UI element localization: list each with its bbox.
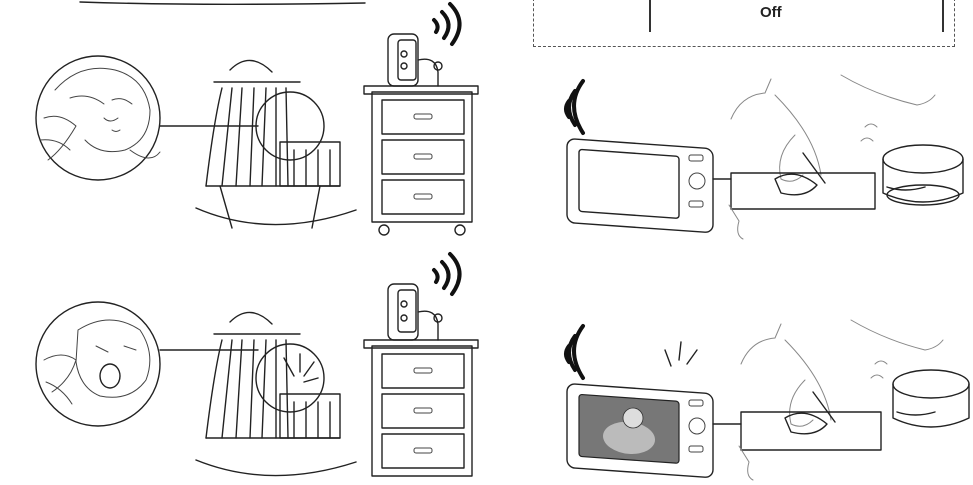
sound-burst-icon (284, 354, 318, 382)
sleeping-baby-crib-scene (0, 0, 480, 245)
wireless-signal-icon (566, 326, 583, 378)
dresser (364, 340, 478, 476)
parent-monitor-screen-active (567, 384, 713, 478)
crib (196, 312, 356, 475)
crying-baby-closeup (36, 302, 160, 426)
monitor-active-kitchen-scene (545, 320, 973, 485)
setting-divider-left (649, 0, 651, 32)
crib-zoom-circle (256, 92, 324, 160)
sound-burst-icon (665, 342, 697, 366)
kitchen-cooking-person (729, 75, 963, 239)
parent-monitor-screen-off (567, 139, 713, 233)
setting-value-off: Off (760, 4, 782, 21)
kitchen-cooking-person (739, 320, 969, 480)
crib (196, 60, 356, 228)
wireless-signal-icon (434, 4, 460, 44)
dresser (364, 86, 478, 235)
monitor-silent-kitchen-scene (545, 75, 973, 245)
setting-box (533, 0, 955, 47)
wireless-signal-icon (434, 254, 460, 294)
wireless-signal-icon (566, 81, 583, 133)
baby-unit-camera (388, 284, 442, 340)
crib-zoom-circle (256, 344, 324, 412)
sleeping-baby-closeup (36, 56, 160, 180)
crying-baby-crib-scene (0, 250, 480, 485)
setting-divider-right (942, 0, 944, 32)
baby-unit-camera (388, 34, 442, 86)
